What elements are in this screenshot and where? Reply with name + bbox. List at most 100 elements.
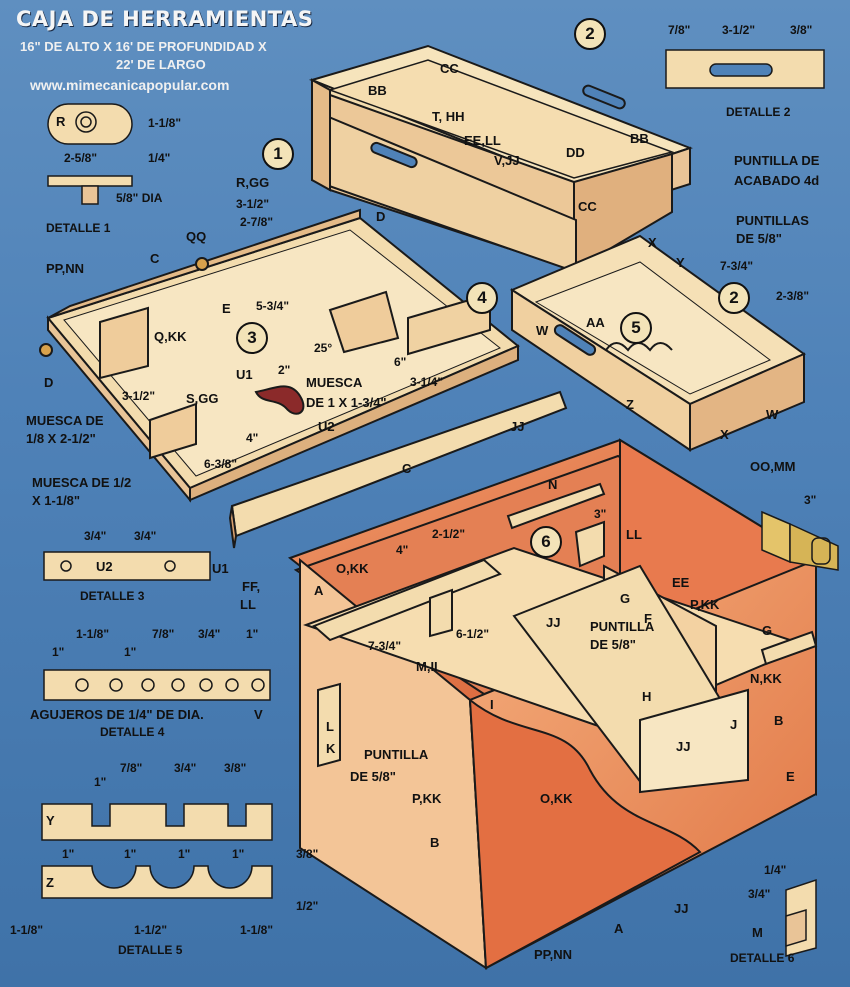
label-j: J [730, 717, 738, 732]
label-i: I [490, 697, 494, 712]
d5-dim-4: 3/8" [224, 761, 247, 775]
d6-dim-b: 3/4" [748, 887, 771, 901]
label-qq: QQ [186, 229, 207, 244]
label-muesca-2b: 1/8 X 2-1/2" [26, 431, 96, 446]
label-c-rail: C [402, 461, 412, 476]
label-o-kk: O,KK [336, 561, 369, 576]
rail-c [228, 390, 568, 549]
hinge [761, 510, 839, 571]
label-dim-4: 4" [246, 431, 259, 445]
label-cc-front: CC [578, 199, 597, 214]
label-x-bottom: X [720, 427, 729, 442]
callout-2b: 2 [718, 282, 750, 314]
label-ff-ll-1: FF, [242, 579, 261, 594]
d5-dim-5: 1" [62, 847, 75, 861]
label-n-top: N [548, 477, 558, 492]
label-dim-6: 6" [394, 355, 407, 369]
d3-u2: U2 [96, 559, 113, 574]
d4-dim-d: 1" [52, 645, 65, 659]
label-v-jj: V,JJ [494, 153, 520, 168]
label-f: F [644, 611, 652, 626]
label-b-front: B [430, 835, 440, 850]
detail-3-title: DETALLE 3 [80, 589, 145, 603]
label-s-gg: S,GG [186, 391, 219, 406]
label-q-kk: Q,KK [154, 329, 187, 344]
label-d-left: D [44, 375, 54, 390]
label-jj-lower: JJ [676, 739, 691, 754]
label-puntilla-acabado-2: ACABADO 4d [734, 173, 820, 188]
label-x-top: X [648, 235, 657, 250]
label-z-small: Z [626, 397, 634, 412]
label-dim-534: 5-3/4" [256, 299, 290, 313]
label-puntillas-58-1: PUNTILLAS [736, 213, 809, 228]
label-dim-238: 2-3/8" [776, 289, 810, 303]
label-k: K [326, 741, 336, 756]
top-tray [308, 44, 693, 274]
d5-dim-12: 1-1/2" [134, 923, 168, 937]
label-puntillas-58-2: DE 5/8" [736, 231, 782, 246]
label-t-hh: T, HH [432, 109, 465, 124]
label-dim-734: 7-3/4" [720, 259, 754, 273]
label-m-ii: M,II [416, 659, 438, 674]
d3-u1: U1 [212, 561, 229, 576]
detail-4-title: DETALLE 4 [100, 725, 165, 739]
label-dim-3b: 3" [804, 493, 817, 507]
label-e-lower: E [786, 769, 795, 784]
middle-tray [39, 208, 520, 503]
label-dim-278: 2-7/8" [240, 215, 274, 229]
label-pp-nn-top: PP,NN [46, 261, 85, 276]
label-muesca-2a: MUESCA DE [26, 413, 104, 428]
callout-3: 3 [236, 322, 268, 354]
label-muesca-1a: MUESCA [306, 375, 363, 390]
label-angle: 25° [314, 341, 333, 355]
label-bb-right: BB [630, 131, 649, 146]
label-dim-312b: 3-1/2" [122, 389, 156, 403]
subtitle-line-2: 22' DE LARGO [116, 57, 206, 72]
d3-dim-a: 3/4" [84, 529, 107, 543]
d6-dim-a: 1/4" [764, 863, 787, 877]
label-r-gg: R,GG [236, 175, 270, 190]
d6-m: M [752, 925, 763, 940]
callout-2: 2 [574, 18, 606, 50]
website-url: www.mimecanicapopular.com [30, 77, 230, 93]
callout-5: 5 [620, 312, 652, 344]
detail-5-title: DETALLE 5 [118, 943, 183, 957]
d1-dim-dia: 5/8" DIA [116, 191, 163, 205]
label-o-kk-lower: O,KK [540, 791, 573, 806]
label-dim-314: 3-1/4" [410, 375, 444, 389]
label-muesca-3a: MUESCA DE 1/2 [32, 475, 132, 490]
detail-6-drawing [785, 878, 817, 957]
detail-5-drawing [41, 803, 273, 899]
label-dim-612: 6-1/2" [456, 627, 490, 641]
detail-3-drawing [43, 551, 211, 581]
d4-dim-a: 1-1/8" [76, 627, 110, 641]
label-dim-3: 3" [594, 507, 607, 521]
label-ee-ll: EE,LL [464, 133, 501, 148]
label-w-left: W [536, 323, 549, 338]
label-p-kk-right: P,KK [690, 597, 720, 612]
label-l: L [326, 719, 334, 734]
label-e-tray: E [222, 301, 231, 316]
label-a-bottom: A [614, 921, 624, 936]
label-bb-left: BB [368, 83, 387, 98]
label-puntilla-58b-1: PUNTILLA [364, 747, 429, 762]
label-h: H [642, 689, 652, 704]
label-dim-312: 3-1/2" [236, 197, 270, 211]
label-puntilla-58-1: PUNTILLA [590, 619, 655, 634]
d1-dim-quarter: 1/4" [148, 151, 171, 165]
d4-v: V [254, 707, 263, 722]
label-oo-mm: OO,MM [750, 459, 796, 474]
label-dim-212: 2-1/2" [432, 527, 466, 541]
label-aa: AA [586, 315, 605, 330]
d2-dim-c: 3/8" [790, 23, 813, 37]
label-jj-rail: JJ [510, 419, 525, 434]
label-dim-2: 2" [278, 363, 291, 377]
label-pp-nn-bottom: PP,NN [534, 947, 573, 962]
d5-dim-1: 1" [94, 775, 107, 789]
main-box [287, 438, 819, 970]
label-ee-inner: EE [672, 575, 690, 590]
d1-dim-length: 2-5/8" [64, 151, 98, 165]
d5-z: Z [46, 875, 54, 890]
d4-dim-c: 3/4" [198, 627, 221, 641]
